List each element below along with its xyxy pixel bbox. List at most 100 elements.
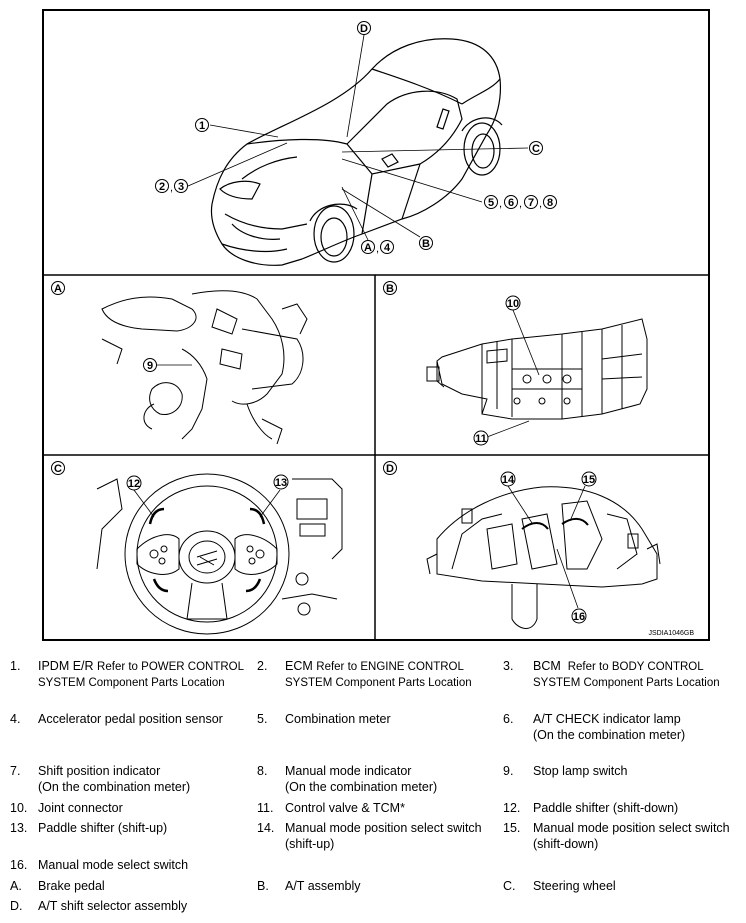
callout-8: 8 <box>543 195 557 209</box>
legend-text: Shift position indicator (On the combinat… <box>38 763 190 795</box>
svg-text:B: B <box>422 238 430 250</box>
callout-15: 15 <box>581 471 597 487</box>
legend-text: A/T shift selector assembly <box>38 898 187 914</box>
legend-text: SYSTEM Component Parts Location <box>38 677 225 689</box>
legend-text: Brake pedal <box>38 878 105 894</box>
svg-text:C: C <box>54 463 62 475</box>
legend-text: SYSTEM Component Parts Location <box>533 677 720 689</box>
panel-label-A: A <box>51 281 65 295</box>
svg-text:2: 2 <box>159 181 165 193</box>
legend-text: Combination meter <box>285 712 391 726</box>
legend-number: 2. <box>257 659 268 673</box>
legend-text: Refer to BODY CONTROL <box>567 661 704 673</box>
panel-label-D: D <box>383 461 397 475</box>
legend-text: Brake pedal <box>38 879 105 893</box>
legend-text: Control valve & TCM* <box>285 800 405 816</box>
legend-text: (shift-down) <box>533 837 599 851</box>
legend-text: Manual mode position select switch <box>285 821 482 835</box>
callout-2: 2 <box>155 179 169 193</box>
legend-text: A/T assembly <box>285 878 361 894</box>
legend-number: 3. <box>503 659 514 673</box>
legend-text: Manual mode select switch <box>38 857 188 873</box>
legend-text: Stop lamp switch <box>533 763 627 779</box>
svg-text:A: A <box>364 242 372 254</box>
legend-number: 5. <box>257 712 268 726</box>
svg-text:D: D <box>386 463 394 475</box>
svg-text:8: 8 <box>547 197 553 209</box>
callout-7: 7 <box>524 195 538 209</box>
legend-text: A/T assembly <box>285 879 361 893</box>
svg-text:C: C <box>532 143 540 155</box>
figure-frame <box>42 9 710 641</box>
legend-text: ECM <box>285 659 313 673</box>
legend-text: Shift position indicator <box>38 764 161 778</box>
svg-text:,: , <box>499 198 502 210</box>
legend-text: Control valve & TCM* <box>285 801 405 815</box>
legend-text: Manual mode indicator (On the combination… <box>285 763 437 795</box>
legend-text: Manual mode select switch <box>38 858 189 872</box>
svg-text:5: 5 <box>488 197 494 209</box>
svg-text:,: , <box>170 182 173 194</box>
svg-text:4: 4 <box>384 242 391 254</box>
callout-A-top: A <box>361 240 375 254</box>
legend-text: Joint connector <box>38 800 123 816</box>
legend-text: (shift-up) <box>285 837 335 851</box>
legend-text: Accelerator pedal position sensor <box>38 711 223 727</box>
svg-text:A: A <box>54 283 62 295</box>
svg-text:,: , <box>376 243 379 255</box>
car-illustration <box>210 38 503 266</box>
legend-number: 4. <box>10 712 21 726</box>
panel-label-B: B <box>383 281 397 295</box>
legend-number: B. <box>257 879 269 893</box>
svg-text:9: 9 <box>147 360 153 372</box>
legend-number: 16. <box>10 858 28 872</box>
legend-text: Joint connector <box>38 801 123 815</box>
svg-text:6: 6 <box>508 197 514 209</box>
panel-label-C: C <box>51 461 65 475</box>
legend-number: 8. <box>257 764 268 778</box>
callout-13: 13 <box>273 474 289 490</box>
callout-12: 12 <box>126 475 142 491</box>
callout-C-top: C <box>529 141 543 155</box>
steering-wheel-illustration <box>96 473 343 635</box>
panel-A: A 9 <box>51 281 308 445</box>
callout-10: 10 <box>505 295 521 311</box>
legend-number: 1. <box>10 659 21 673</box>
callout-D-top: D <box>357 21 371 35</box>
legend-text: Paddle shifter (shift-up) <box>38 820 167 836</box>
legend-number: A. <box>10 879 22 893</box>
svg-text:1: 1 <box>199 120 205 132</box>
legend-text: Steering wheel <box>533 879 616 893</box>
legend-text: A/T CHECK indicator lamp <box>533 712 681 726</box>
figure-id: JSDIA1046GB <box>648 630 694 637</box>
legend-text: Combination meter <box>285 711 391 727</box>
legend-text: Paddle shifter (shift-up) <box>38 821 168 835</box>
legend-text: Refer to ENGINE CONTROL <box>316 661 464 673</box>
legend-text: (On the combination meter) <box>38 780 191 794</box>
legend-text: Paddle shifter (shift-down) <box>533 800 678 816</box>
callout-16: 16 <box>571 608 587 624</box>
svg-text:15: 15 <box>583 474 595 486</box>
legend-text: Manual mode position select switch(shift… <box>533 820 730 852</box>
legend-number: 7. <box>10 764 21 778</box>
svg-text:12: 12 <box>128 478 140 490</box>
legend-number: 6. <box>503 712 514 726</box>
legend-text: Manual mode position select switch (shift… <box>285 820 482 852</box>
brake-pedal-illustration <box>101 290 308 445</box>
legend-number: 14. <box>257 821 275 835</box>
legend-text: A/T shift selector assembly <box>38 899 188 913</box>
legend-number: 13. <box>10 821 28 835</box>
legend-text: A/T CHECK indicator lamp(On the combinat… <box>533 711 685 743</box>
legend-text: Refer to POWER CONTROL <box>97 661 245 673</box>
svg-text:16: 16 <box>573 611 585 623</box>
legend-text: (On the combination meter) <box>285 780 438 794</box>
legend-text: IPDM E/R <box>38 659 94 673</box>
legend-text: SYSTEM Component Parts Location <box>285 677 472 689</box>
legend-number: 10. <box>10 801 28 815</box>
legend-text: Manual mode indicator <box>285 764 412 778</box>
legend-number: 11. <box>257 801 274 815</box>
svg-text:3: 3 <box>178 181 184 193</box>
legend-number: 12. <box>503 801 521 815</box>
component-location-figure: 1 2 , 3 D C 5 , 6 , 7 , 8 A , 4 B A 9 B <box>42 9 710 641</box>
